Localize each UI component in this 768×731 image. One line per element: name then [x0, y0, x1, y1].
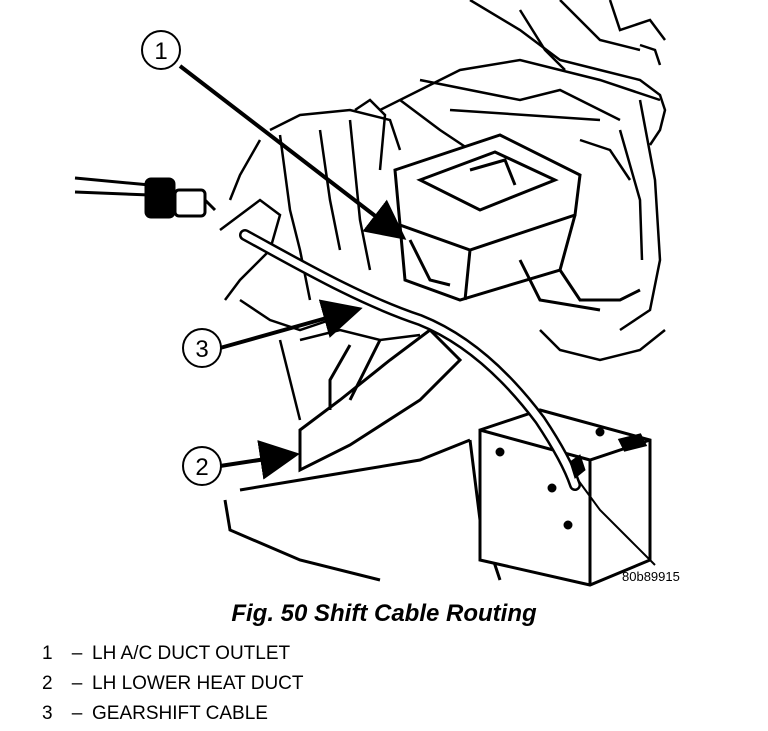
legend-label: LH A/C DUCT OUTLET [92, 643, 291, 664]
legend-number: 3 [42, 703, 53, 724]
legend-label: GEARSHIFT CABLE [92, 703, 268, 724]
legend-item: 2–LH LOWER HEAT DUCT [42, 671, 304, 701]
legend-number: 1 [42, 643, 53, 664]
legend-item: 1–LH A/C DUCT OUTLET [42, 641, 304, 671]
callout-2-leader [219, 440, 300, 480]
legend-dash: – [71, 703, 83, 724]
legend-dash: – [71, 673, 83, 694]
ac-duct-outlet [393, 133, 641, 312]
callout-leaders [178, 64, 407, 480]
callout-3-leader [219, 299, 363, 350]
console-box [478, 408, 652, 587]
figure-id: 80b89915 [622, 569, 680, 584]
legend-label: LH LOWER HEAT DUCT [92, 673, 304, 694]
gearshift-cable [74, 176, 656, 566]
callout-3-marker: 3 [182, 328, 222, 368]
callout-1-marker: 1 [141, 30, 181, 70]
callout-legend: 1–LH A/C DUCT OUTLET 2–LH LOWER HEAT DUC… [42, 641, 304, 731]
svg-text:2: 2 [195, 454, 208, 481]
svg-text:3: 3 [195, 336, 208, 363]
legend-item: 3–GEARSHIFT CABLE [42, 701, 304, 731]
figure-caption: Fig. 50 Shift Cable Routing [231, 600, 537, 627]
legend-dash: – [71, 643, 83, 664]
legend-number: 2 [42, 673, 53, 694]
dashboard-structure [379, 0, 667, 362]
lower-heat-duct [223, 328, 502, 582]
svg-text:1: 1 [154, 38, 167, 65]
shift-cable-routing-illustration: 1 3 2 [74, 0, 667, 587]
callout-2-marker: 2 [182, 446, 222, 486]
callout-1-leader [178, 64, 407, 240]
